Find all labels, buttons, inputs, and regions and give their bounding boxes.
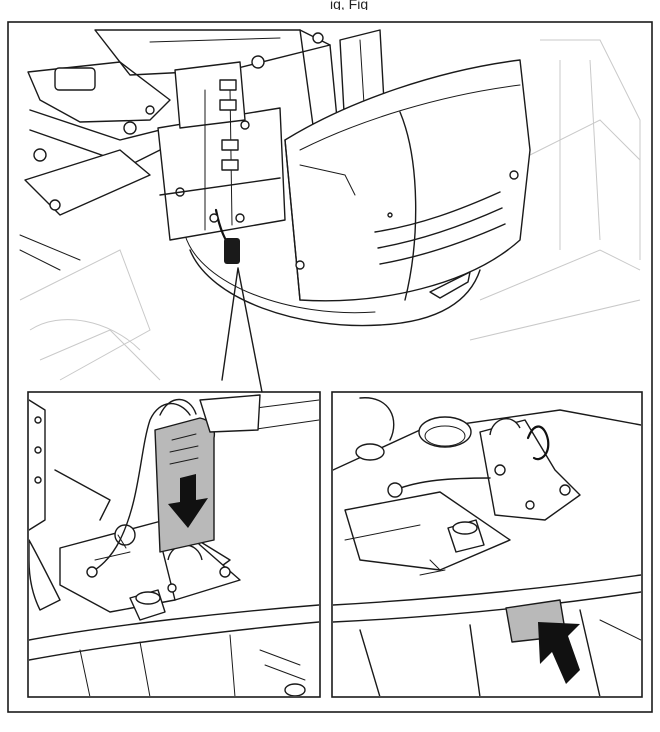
- callout-leader: [221, 267, 263, 393]
- detail-panel-right: [331, 391, 643, 698]
- overview-scene: [19, 29, 641, 393]
- background-structure: [19, 39, 641, 381]
- connector-plug: [209, 208, 240, 264]
- outer-frame: [7, 21, 653, 713]
- detail-panel-left: [27, 391, 321, 698]
- control-block: [157, 61, 286, 241]
- diagonal-arrow-icon: [538, 622, 580, 684]
- top-frame: [94, 29, 341, 151]
- down-arrow-icon: [168, 474, 208, 528]
- main-cover: [284, 59, 531, 302]
- linkage-arm: [19, 61, 181, 271]
- cropped-caption: ig, Fig: [330, 0, 369, 10]
- turntable-base: [189, 249, 481, 327]
